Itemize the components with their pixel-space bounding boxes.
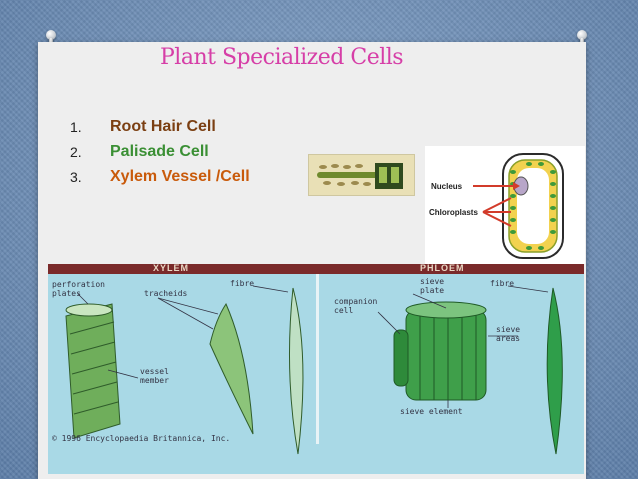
label-cell: cell xyxy=(334,306,353,315)
root-hair-image xyxy=(308,154,415,196)
list-number: 2. xyxy=(70,144,82,160)
label-phloem-fibre: fibre xyxy=(490,279,514,288)
label-vessel: vessel xyxy=(140,367,169,376)
xylem-phloem-image: XYLEM PHLOEM perforation plates tracheid… xyxy=(48,263,584,474)
list-item-xylem: Xylem Vessel /Cell xyxy=(110,168,250,185)
list-item-palisade: Palisade Cell xyxy=(110,143,209,160)
panel-divider xyxy=(316,274,319,444)
label-sieve-2: sieve xyxy=(496,325,520,334)
label-plate: plate xyxy=(420,286,444,295)
label-areas: areas xyxy=(496,334,520,343)
slide-title: Plant Specialized Cells xyxy=(160,45,404,70)
label-xylem-fibre: fibre xyxy=(230,279,254,288)
xylem-header: XYLEM xyxy=(153,263,190,273)
label-chloroplasts: Chloroplasts xyxy=(429,208,478,217)
label-perforation: perforation xyxy=(52,280,105,289)
label-sieve: sieve xyxy=(420,277,444,286)
label-plates: plates xyxy=(52,289,81,298)
header-bar xyxy=(48,264,584,274)
label-tracheids: tracheids xyxy=(144,289,188,298)
label-sieve-element: sieve element xyxy=(400,407,463,416)
palisade-cell-diagram: Nucleus Chloroplasts xyxy=(425,146,585,264)
copyright-text: © 1996 Encyclopaedia Britannica, Inc. xyxy=(52,434,230,443)
label-member: member xyxy=(140,376,169,385)
list-number: 1. xyxy=(70,119,82,135)
label-nucleus: Nucleus xyxy=(431,182,463,191)
list-number: 3. xyxy=(70,169,82,185)
list-item-root-hair: Root Hair Cell xyxy=(110,118,216,135)
phloem-header: PHLOEM xyxy=(420,263,465,273)
label-companion: companion xyxy=(334,297,378,306)
